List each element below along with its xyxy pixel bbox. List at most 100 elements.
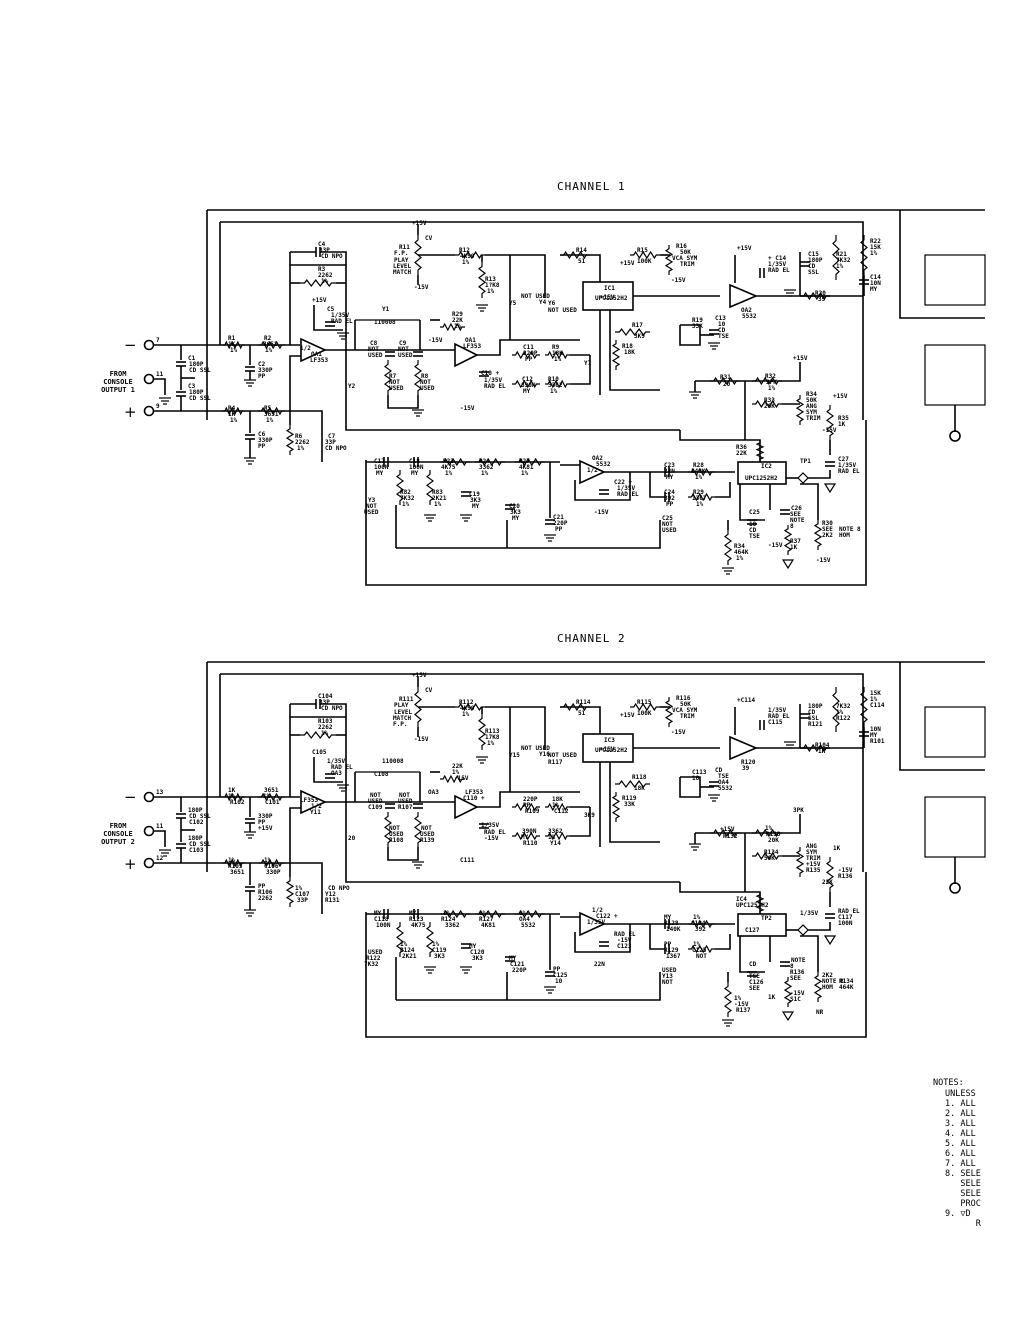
resistor-symbol (860, 687, 868, 727)
component-label: MY (870, 286, 878, 293)
notes-line: 8. SELE (945, 1169, 981, 1179)
component-label: 100K (637, 710, 652, 717)
component-label: C13 (715, 315, 726, 322)
component-label: -15V (414, 736, 429, 743)
polarity-plus: + (124, 855, 137, 873)
ground-triangle-icon (823, 483, 837, 494)
component-label: R116 (676, 695, 691, 702)
wire (289, 716, 347, 802)
component-label: NOT (366, 503, 377, 510)
component-label: 1% (552, 802, 560, 809)
component-label: OA2 (741, 307, 752, 314)
ground-jack-icon (949, 430, 961, 442)
component-label: R14 (576, 247, 587, 254)
component-label: -15V (838, 867, 853, 874)
component-label: 33P (325, 439, 336, 446)
resistor-symbol (455, 250, 485, 260)
wire (154, 830, 166, 847)
component-label: 22K (736, 450, 747, 457)
resistor-symbol (825, 857, 835, 892)
component-label: 180P (188, 835, 203, 842)
component-label: MY (472, 503, 480, 510)
component-label: R16 (676, 243, 687, 250)
component-label: OA3 (428, 789, 439, 796)
resistor-symbol (440, 322, 465, 332)
resistor-symbol (440, 909, 470, 919)
component-label: 110008 (382, 758, 404, 765)
component-label: C119 (432, 947, 447, 954)
component-label: 1K (818, 748, 826, 755)
component-label: 3K9 (634, 333, 645, 340)
resistor-symbol (560, 702, 590, 712)
component-label: +C114 (737, 697, 755, 704)
wire (560, 254, 601, 282)
component-label: Y15 (509, 752, 520, 759)
resistor-symbol (545, 831, 570, 841)
component-label: 100N (409, 464, 424, 471)
component-label: TP2 (761, 915, 772, 922)
component-label: MY (523, 388, 531, 395)
component-label: Y3 (368, 497, 376, 504)
resistor-symbol (813, 520, 823, 550)
component-label: PLAY (394, 257, 409, 264)
component-label: C126 (749, 979, 764, 986)
component-label: 4K81 (519, 464, 534, 471)
resistor-symbol (800, 743, 830, 753)
component-label: Y14 (550, 840, 561, 847)
component-label: 1% (228, 857, 236, 864)
component-label: 3PK (793, 807, 804, 814)
component-label: 220P (512, 967, 527, 974)
pin-number: 13 (156, 789, 164, 796)
wire (800, 483, 819, 520)
component-label: R10 (548, 376, 559, 383)
component-label: 7K32 (364, 961, 379, 968)
wire (570, 807, 591, 837)
component-label: OA2 (592, 455, 603, 462)
component-label: R102 (230, 799, 245, 806)
polarity-minus: − (124, 788, 137, 806)
wire (679, 430, 761, 462)
component-label: NOT (662, 979, 673, 986)
component-label: MY (411, 470, 419, 477)
component-label: 1/35V (484, 377, 502, 384)
component-label: R134 (839, 978, 854, 985)
component-label: +15V (258, 825, 273, 832)
component-label: 220P (523, 350, 538, 357)
component-label: R136 (838, 873, 853, 880)
resistor-symbol (383, 812, 393, 847)
component-label: 18K (552, 796, 563, 803)
component-label: R20 (815, 290, 826, 297)
wire (320, 703, 347, 717)
wire (396, 972, 661, 1001)
component-label: CD SSL (189, 841, 211, 848)
component-label: MY (376, 470, 384, 477)
component-label: C121 (510, 961, 525, 968)
component-label: 2262 (318, 724, 333, 731)
resistor-symbol (512, 802, 540, 812)
wire (899, 210, 985, 319)
component-label: 2262 (295, 439, 310, 446)
component-label: R113 (485, 728, 500, 735)
component-label: R124 (441, 916, 456, 923)
component-label: 7K32 (400, 495, 415, 502)
component-label: -15V (671, 729, 686, 736)
component-label: C106 (264, 863, 279, 870)
component-label: 1% (295, 885, 303, 892)
component-label: R137 (736, 1007, 751, 1014)
component-label: R7 (389, 373, 397, 380)
resistor-symbol (258, 406, 285, 416)
component-label: 330P (266, 869, 281, 876)
component-label: 1% (321, 730, 329, 737)
component-label: R131 (325, 897, 340, 904)
switch-s1b (924, 796, 986, 858)
notes-line: 1. ALL (945, 1099, 976, 1109)
component-label: ANG (806, 403, 817, 410)
component-label: CD (749, 527, 757, 534)
resistor-symbol (832, 235, 840, 280)
component-label: 1% (402, 501, 410, 508)
component-label: 1367 (692, 495, 707, 502)
component-label: 1?K8 (485, 282, 500, 289)
resistor-symbol (755, 892, 765, 914)
component-label: C23 (664, 462, 675, 469)
resistor-symbol (630, 702, 660, 712)
